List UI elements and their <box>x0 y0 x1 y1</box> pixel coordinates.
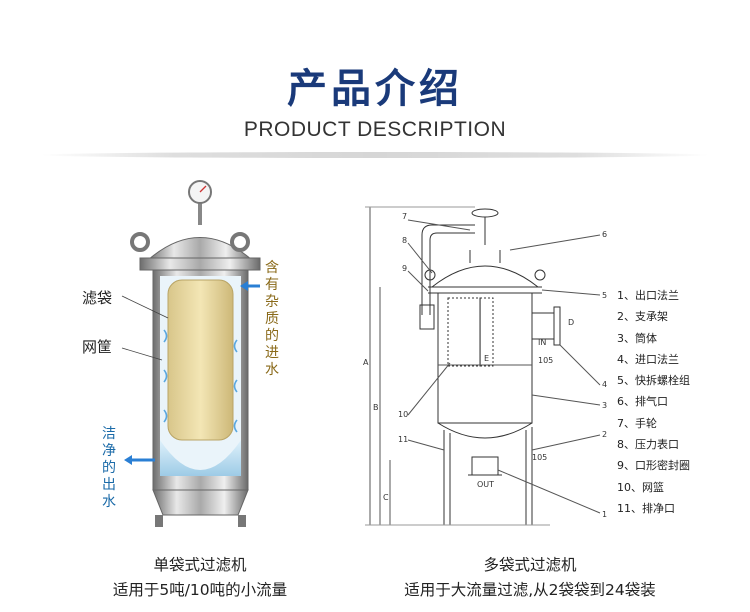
filter-lid <box>130 232 261 271</box>
legend-item: 10、网篮 <box>617 480 664 494</box>
single-bag-filter-figure: 滤袋 网筐 含 有 杂 质 的 进 水 洁 净 的 出 水 <box>60 170 340 540</box>
inlet-pipe <box>531 312 555 340</box>
filter-bag-label: 滤袋 <box>82 289 112 307</box>
legend-item: 5、快拆螺栓组 <box>617 374 690 388</box>
inlet-label: 含 有 杂 质 的 进 水 <box>265 260 279 378</box>
shell-bottom <box>437 422 533 439</box>
callout-1: 1 <box>602 510 607 519</box>
legend-item: 1、出口法兰 <box>617 289 679 302</box>
dim-label-c: C <box>383 493 389 502</box>
callout-10: 10 <box>398 410 408 419</box>
legend-item: 8、压力表口 <box>617 438 679 452</box>
legend-item: 4、进口法兰 <box>617 352 679 366</box>
flow-arrows <box>163 329 238 433</box>
dim-label-b: B <box>373 403 379 412</box>
callout-8: 8 <box>402 236 407 245</box>
legend-item: 7、手轮 <box>617 416 657 430</box>
dim-label-105-top: 105 <box>538 356 553 365</box>
basket-drawing <box>447 297 494 367</box>
header-divider <box>40 152 710 158</box>
basket-label: 网筐 <box>82 338 112 356</box>
housing-base <box>152 489 249 516</box>
clean-water-graphic <box>160 440 241 476</box>
dim-label-a: A <box>363 358 369 367</box>
multi-bag-caption-detail: 适用于大流量过滤,从2袋袋到24袋装 <box>404 581 656 599</box>
outlet-pipe <box>471 456 499 476</box>
page-subtitle: PRODUCT DESCRIPTION <box>243 118 507 141</box>
single-bag-filter-illustration: 滤袋 网筐 含 有 杂 质 的 进 水 洁 净 的 出 水 <box>82 180 279 527</box>
callout-6: 6 <box>602 230 607 239</box>
single-bag-caption-title: 单袋式过滤机 <box>153 556 247 574</box>
svg-text:进: 进 <box>265 345 279 361</box>
parts-legend: 1、出口法兰 2、支承架 3、筒体 4、进口法兰 5、快拆螺栓组 6、排气口 7… <box>617 285 690 519</box>
outlet-marker: OUT <box>477 480 494 489</box>
filter-bag-pointer <box>121 295 169 319</box>
lifting-arm <box>421 224 475 315</box>
svg-text:含: 含 <box>265 260 279 276</box>
pressure-gauge <box>188 180 212 225</box>
callout-4: 4 <box>602 380 607 389</box>
legend-item: 2、支承架 <box>617 310 668 324</box>
basket-pointer <box>121 347 163 361</box>
svg-text:水: 水 <box>265 362 279 378</box>
dim-label-105-bottom: 105 <box>532 453 547 462</box>
svg-text:质: 质 <box>265 311 279 327</box>
lid-dome <box>431 265 539 288</box>
svg-text:的: 的 <box>102 460 116 476</box>
outlet-label: 洁 净 的 出 水 <box>102 426 116 510</box>
legend-item: 3、筒体 <box>617 331 657 345</box>
single-bag-caption-detail: 适用于5吨/10吨的小流量 <box>112 581 288 599</box>
svg-text:的: 的 <box>265 328 279 344</box>
callout-3: 3 <box>602 401 607 410</box>
filter-bag-graphic <box>167 279 234 441</box>
svg-text:洁: 洁 <box>102 426 116 442</box>
svg-text:水: 水 <box>102 494 116 510</box>
callout-2: 2 <box>602 430 607 439</box>
inlet-marker: IN <box>538 338 546 347</box>
legend-item: 9、口形密封圈 <box>617 459 690 473</box>
svg-text:净: 净 <box>102 443 116 459</box>
legend-item: 11、排净口 <box>617 501 675 515</box>
handwheel <box>471 208 499 245</box>
callout-7: 7 <box>402 212 407 221</box>
callout-11: 11 <box>398 435 408 444</box>
callout-9: 9 <box>402 264 407 273</box>
multi-bag-filter-drawing: A B C D E 105 105 IN OUT 7 6 8 9 5 4 3 1… <box>363 206 607 526</box>
multi-bag-filter-figure: A B C D E 105 105 IN OUT 7 6 8 9 5 4 3 1… <box>360 195 720 535</box>
multi-bag-caption-title: 多袋式过滤机 <box>483 556 577 574</box>
dim-label-e: E <box>484 354 489 363</box>
callout-5: 5 <box>602 291 607 300</box>
svg-text:出: 出 <box>102 477 116 493</box>
header: 产品介绍 PRODUCT DESCRIPTION <box>0 0 750 170</box>
svg-text:杂: 杂 <box>265 294 279 310</box>
shell <box>437 292 533 424</box>
svg-text:有: 有 <box>265 277 279 293</box>
legend-item: 6、排气口 <box>617 395 668 409</box>
dim-label-d: D <box>568 318 574 327</box>
page-title: 产品介绍 <box>287 66 463 112</box>
